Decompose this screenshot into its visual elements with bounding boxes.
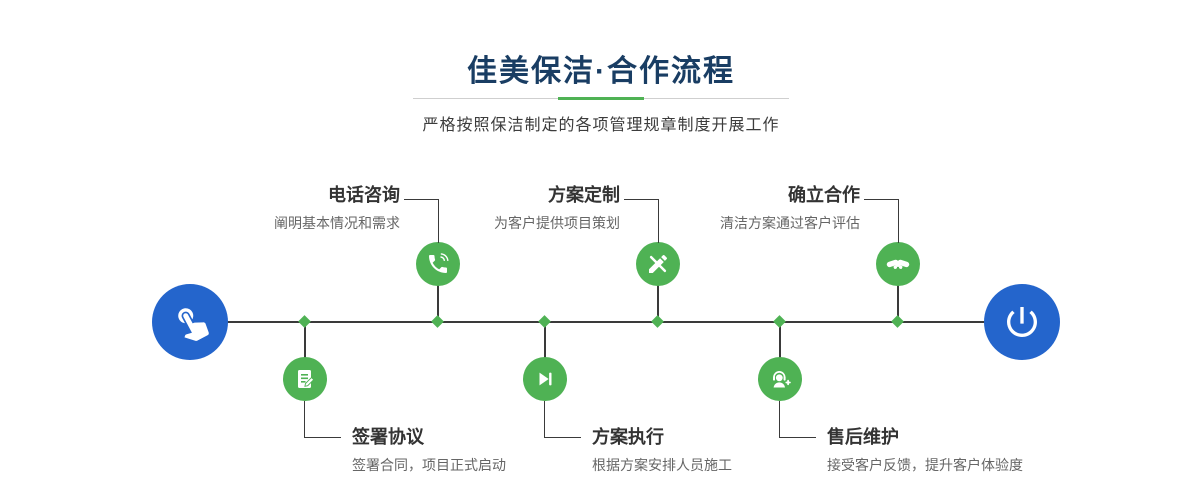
power-icon [1002, 302, 1042, 342]
step-desc: 签署合同，项目正式启动 [352, 457, 506, 473]
step-plan-custom-label: 方案定制 为客户提供项目策划 [340, 184, 620, 232]
step-title: 确立合作 [788, 185, 860, 205]
phone-icon [426, 252, 450, 276]
step-desc: 为客户提供项目策划 [494, 215, 620, 231]
design-pen-icon [646, 252, 670, 276]
label-connector [544, 401, 581, 438]
step-desc: 接受客户反馈，提升客户体验度 [827, 457, 1023, 473]
label-connector [864, 199, 899, 243]
label-connector [404, 199, 439, 243]
label-connector [779, 401, 816, 438]
connector-stem [544, 322, 546, 379]
timeline-line [190, 321, 1022, 323]
step-title: 方案执行 [592, 427, 664, 447]
diamond-marker [538, 315, 551, 328]
connector-stem [437, 264, 439, 322]
play-execute-icon [534, 368, 556, 390]
label-connector [624, 199, 659, 243]
step-establish-coop-label: 确立合作 清洁方案通过客户评估 [580, 184, 860, 232]
connector-stem [897, 264, 899, 322]
step-plan-execute-node [523, 357, 567, 401]
diamond-marker [431, 315, 444, 328]
diamond-marker [651, 315, 664, 328]
step-title: 售后维护 [827, 427, 899, 447]
start-node [152, 284, 228, 360]
pointing-hand-icon [163, 295, 217, 349]
connector-stem [657, 264, 659, 322]
step-after-sales-label: 售后维护 接受客户反馈，提升客户体验度 [827, 426, 1127, 474]
page-title: 佳美保洁·合作流程 [467, 55, 735, 88]
step-plan-custom-node [636, 242, 680, 286]
step-after-sales-node [758, 357, 802, 401]
divider-accent [558, 97, 644, 100]
diamond-marker [298, 315, 311, 328]
step-desc: 清洁方案通过客户评估 [720, 215, 860, 231]
step-sign-agreement-node [283, 357, 327, 401]
step-title: 方案定制 [548, 185, 620, 205]
contract-sign-icon [293, 367, 317, 391]
end-node [984, 284, 1060, 360]
step-establish-coop-node [876, 242, 920, 286]
step-phone-consult-label: 电话咨询 阐明基本情况和需求 [120, 184, 400, 232]
step-phone-consult-node [416, 242, 460, 286]
label-connector [304, 401, 341, 438]
diamond-marker [891, 315, 904, 328]
connector-stem [304, 322, 306, 379]
step-title: 签署协议 [352, 427, 424, 447]
step-plan-execute-label: 方案执行 根据方案安排人员施工 [592, 426, 892, 474]
page-subtitle: 严格按照保洁制定的各项管理规章制度开展工作 [422, 117, 780, 134]
handshake-icon [885, 251, 911, 277]
connector-stem [779, 322, 781, 379]
step-desc: 根据方案安排人员施工 [592, 457, 732, 473]
step-title: 电话咨询 [328, 185, 400, 205]
diamond-marker [773, 315, 786, 328]
step-desc: 阐明基本情况和需求 [274, 215, 400, 231]
customer-service-icon [768, 367, 792, 391]
step-sign-agreement-label: 签署协议 签署合同，项目正式启动 [352, 426, 652, 474]
title-divider [413, 97, 789, 100]
